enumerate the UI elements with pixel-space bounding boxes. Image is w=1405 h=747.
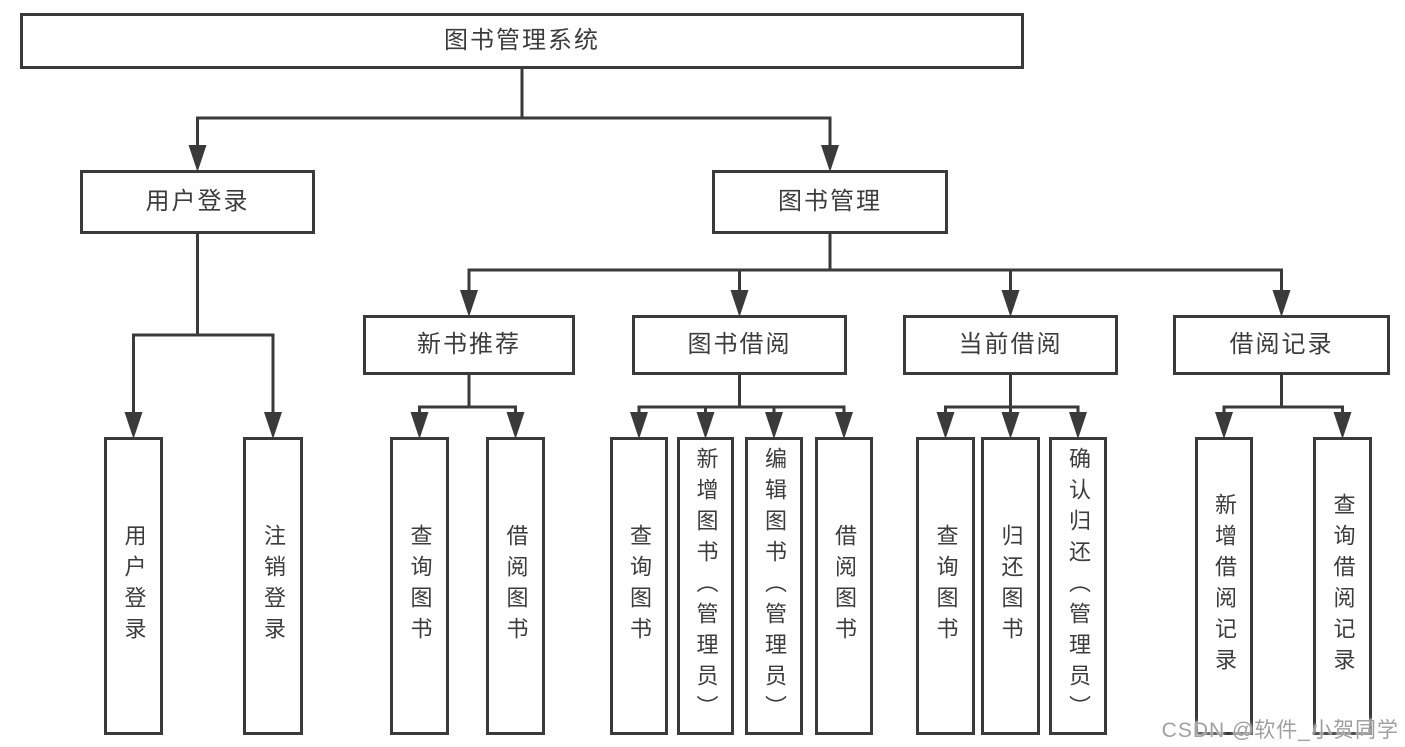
node-label-borrow: 图书借阅 bbox=[687, 331, 792, 358]
node-leaf-nb-borrow: 借阅图书 bbox=[486, 437, 545, 735]
node-leaf-cb-confirm: 确认归还（管理员） bbox=[1049, 437, 1107, 735]
node-label-leaf-rec-query: 查询借阅记录 bbox=[1330, 493, 1356, 679]
node-leaf-bb-borrow: 借阅图书 bbox=[815, 437, 873, 735]
node-label-newbook: 新书推荐 bbox=[417, 331, 521, 358]
node-label-mgmt: 图书管理 bbox=[778, 188, 882, 215]
arrow-down-icon bbox=[506, 412, 525, 439]
node-label-leaf-user-login: 用户登录 bbox=[121, 524, 147, 648]
arrow-down-icon bbox=[821, 145, 839, 172]
node-label-leaf-nb-borrow: 借阅图书 bbox=[503, 524, 529, 648]
node-mgmt: 图书管理 bbox=[712, 170, 948, 234]
node-borrow: 图书借阅 bbox=[632, 315, 847, 375]
arrow-down-icon bbox=[630, 412, 648, 439]
node-label-leaf-nb-query: 查询图书 bbox=[407, 524, 433, 648]
node-leaf-cb-query: 查询图书 bbox=[916, 437, 975, 735]
arrow-down-icon bbox=[835, 412, 853, 439]
node-label-leaf-cb-query: 查询图书 bbox=[933, 524, 959, 648]
arrow-down-icon bbox=[124, 412, 143, 439]
arrow-down-icon bbox=[696, 412, 715, 439]
arrow-down-icon bbox=[765, 412, 783, 439]
node-label-record: 借阅记录 bbox=[1229, 331, 1334, 358]
node-newbook: 新书推荐 bbox=[363, 315, 575, 375]
node-label-leaf-cb-confirm: 确认归还（管理员） bbox=[1066, 446, 1091, 726]
node-label-root: 图书管理系统 bbox=[444, 27, 600, 54]
node-leaf-nb-query: 查询图书 bbox=[390, 437, 449, 735]
node-label-leaf-cb-return: 归还图书 bbox=[998, 524, 1024, 648]
node-leaf-rec-query: 查询借阅记录 bbox=[1313, 437, 1372, 735]
arrow-down-icon bbox=[188, 145, 207, 172]
arrow-down-icon bbox=[936, 412, 955, 439]
arrow-down-icon bbox=[460, 290, 478, 317]
node-leaf-rec-add: 新增借阅记录 bbox=[1195, 437, 1253, 735]
node-label-leaf-bb-borrow: 借阅图书 bbox=[832, 524, 857, 648]
arrow-down-icon bbox=[1333, 412, 1352, 439]
arrow-down-icon bbox=[1272, 290, 1291, 317]
node-leaf-cb-return: 归还图书 bbox=[981, 437, 1040, 735]
arrow-down-icon bbox=[730, 290, 749, 317]
node-label-current: 当前借阅 bbox=[958, 331, 1063, 358]
arrow-down-icon bbox=[1069, 412, 1087, 439]
node-label-leaf-rec-add: 新增借阅记录 bbox=[1212, 493, 1237, 679]
arrow-down-icon bbox=[410, 412, 429, 439]
node-leaf-bb-add: 新增图书（管理员） bbox=[677, 437, 734, 735]
node-login: 用户登录 bbox=[80, 170, 315, 234]
node-label-login: 用户登录 bbox=[145, 188, 250, 215]
node-current: 当前借阅 bbox=[903, 315, 1118, 375]
node-leaf-bb-edit: 编辑图书（管理员） bbox=[745, 437, 803, 735]
node-label-leaf-bb-add: 新增图书（管理员） bbox=[693, 446, 719, 726]
arrow-down-icon bbox=[1215, 412, 1233, 439]
arrow-down-icon bbox=[1001, 290, 1020, 317]
node-label-leaf-bb-query: 查询图书 bbox=[627, 524, 652, 648]
node-root: 图书管理系统 bbox=[20, 13, 1024, 69]
node-leaf-bb-query: 查询图书 bbox=[610, 437, 668, 735]
node-label-leaf-logout: 注销登录 bbox=[261, 524, 286, 648]
node-leaf-logout: 注销登录 bbox=[243, 437, 303, 735]
node-label-leaf-bb-edit: 编辑图书（管理员） bbox=[762, 446, 787, 726]
node-record: 借阅记录 bbox=[1173, 315, 1390, 375]
watermark: CSDN @软件_小贺同学 bbox=[1161, 719, 1399, 742]
arrow-down-icon bbox=[264, 412, 282, 439]
node-leaf-user-login: 用户登录 bbox=[104, 437, 163, 735]
arrow-down-icon bbox=[1001, 412, 1020, 439]
